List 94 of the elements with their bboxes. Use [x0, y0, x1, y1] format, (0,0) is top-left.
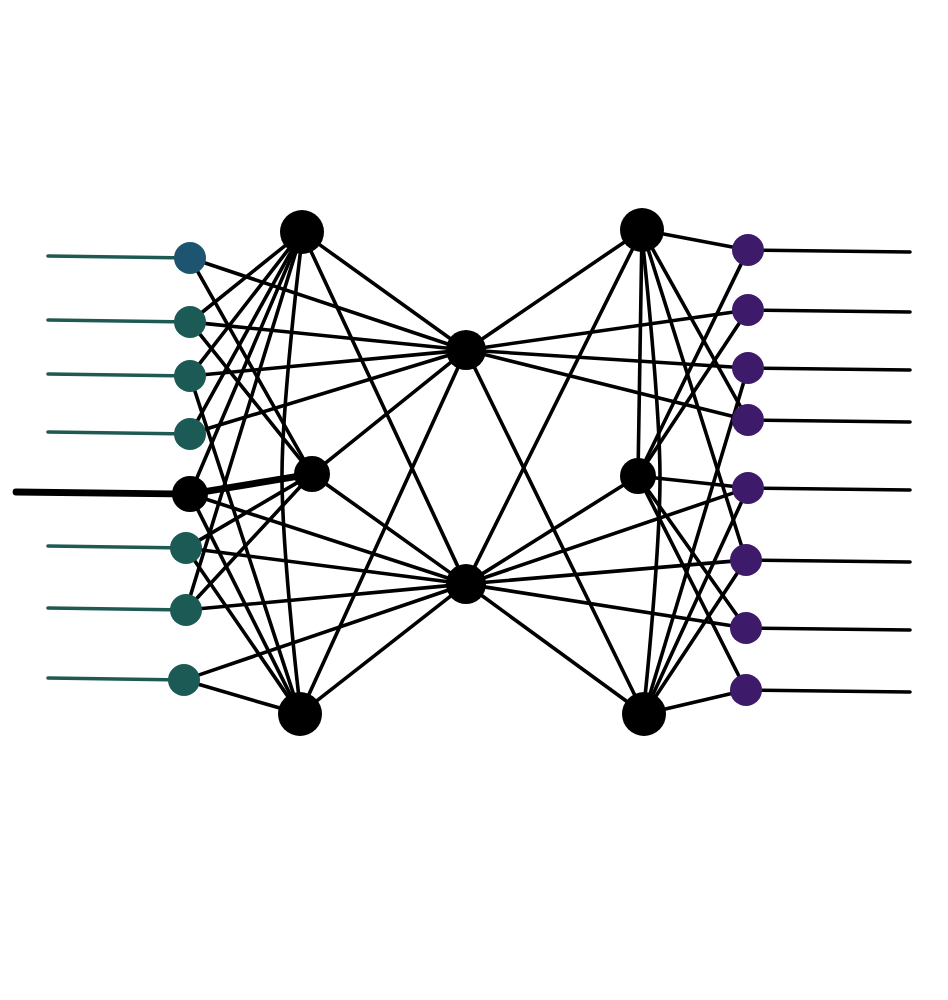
- connection-line: [324, 360, 453, 465]
- connection-line: [198, 481, 299, 542]
- connection-line: [483, 353, 735, 418]
- connection-line: [195, 250, 296, 480]
- connection-line: [204, 473, 298, 495]
- output-node: [732, 404, 764, 436]
- input-node: [174, 360, 206, 392]
- output-node: [730, 544, 762, 576]
- output-node: [732, 352, 764, 384]
- connection-line: [473, 366, 637, 697]
- signal-line: [46, 318, 176, 324]
- signal-line: [46, 372, 176, 378]
- connection-line: [195, 485, 302, 601]
- signal-line: [760, 626, 912, 632]
- connection-line: [324, 482, 452, 575]
- connection-line: [196, 508, 292, 697]
- signal-line: [46, 254, 176, 260]
- connection-line: [644, 490, 741, 678]
- connection-line: [483, 585, 732, 628]
- connection-line: [197, 588, 449, 677]
- connection-line: [641, 250, 662, 694]
- connection-line: [483, 491, 735, 580]
- connection-line: [650, 247, 742, 408]
- hidden-node: [620, 208, 664, 252]
- hidden-node: [278, 692, 322, 736]
- connection-line: [200, 584, 448, 611]
- connection-line: [203, 261, 449, 346]
- connection-line: [663, 691, 733, 711]
- connection-line: [196, 270, 305, 461]
- connection-line: [484, 310, 734, 349]
- hidden-node: [280, 210, 324, 254]
- signal-line: [760, 558, 912, 564]
- input-node: [170, 532, 202, 564]
- input-node: [174, 242, 206, 274]
- connection-line: [661, 232, 735, 249]
- signal-line: [762, 418, 912, 424]
- output-node: [730, 612, 762, 644]
- connection-line: [651, 500, 744, 696]
- connection-line: [484, 349, 734, 369]
- connection-line: [205, 497, 449, 580]
- signal-line: [762, 308, 912, 314]
- connection-line: [654, 571, 739, 698]
- output-node: [732, 234, 764, 266]
- connection-line: [188, 251, 298, 597]
- signal-line: [46, 676, 170, 682]
- connection-line: [193, 559, 290, 698]
- hidden-node: [446, 330, 486, 370]
- signal-line: [760, 688, 912, 694]
- input-node: [174, 418, 206, 450]
- connection-line: [200, 244, 287, 314]
- input-node: [174, 306, 206, 338]
- input-node: [172, 476, 208, 512]
- output-node: [730, 674, 762, 706]
- hidden-node: [294, 456, 330, 492]
- signal-line: [46, 606, 172, 612]
- connection-line: [644, 262, 743, 462]
- connection-line: [193, 389, 295, 695]
- input-node: [170, 594, 202, 626]
- connection-line: [204, 321, 448, 350]
- connection-line: [200, 548, 448, 584]
- output-node: [732, 294, 764, 326]
- connection-line: [648, 381, 746, 695]
- signal-line: [46, 544, 172, 550]
- hidden-node: [622, 692, 666, 736]
- connection-line: [484, 559, 732, 585]
- connection-line: [646, 249, 743, 547]
- connection-line: [481, 483, 625, 576]
- signal-line: [762, 486, 912, 492]
- connection-line: [198, 332, 303, 462]
- connection-line: [309, 250, 460, 568]
- connection-line: [473, 247, 634, 568]
- connection-line: [480, 240, 626, 341]
- connection-line: [636, 250, 644, 460]
- input-node: [168, 664, 200, 696]
- connection-line: [318, 243, 452, 341]
- connection-line: [280, 252, 302, 694]
- connection-line: [195, 249, 294, 422]
- signal-line: [12, 488, 176, 498]
- connection-line: [204, 350, 448, 377]
- signal-line: [46, 430, 176, 436]
- connection-line: [654, 476, 734, 489]
- signal-line: [762, 248, 912, 254]
- connection-line: [198, 247, 291, 366]
- connection-line: [646, 488, 739, 617]
- connection-line: [307, 366, 460, 696]
- connection-line: [480, 594, 629, 703]
- connection-line: [646, 321, 741, 463]
- signal-line: [762, 366, 912, 372]
- connection-line: [315, 594, 453, 703]
- connection-line: [197, 682, 281, 710]
- output-node: [732, 472, 764, 504]
- hidden-node: [446, 564, 486, 604]
- connection-line: [203, 354, 449, 432]
- hidden-node: [620, 458, 656, 494]
